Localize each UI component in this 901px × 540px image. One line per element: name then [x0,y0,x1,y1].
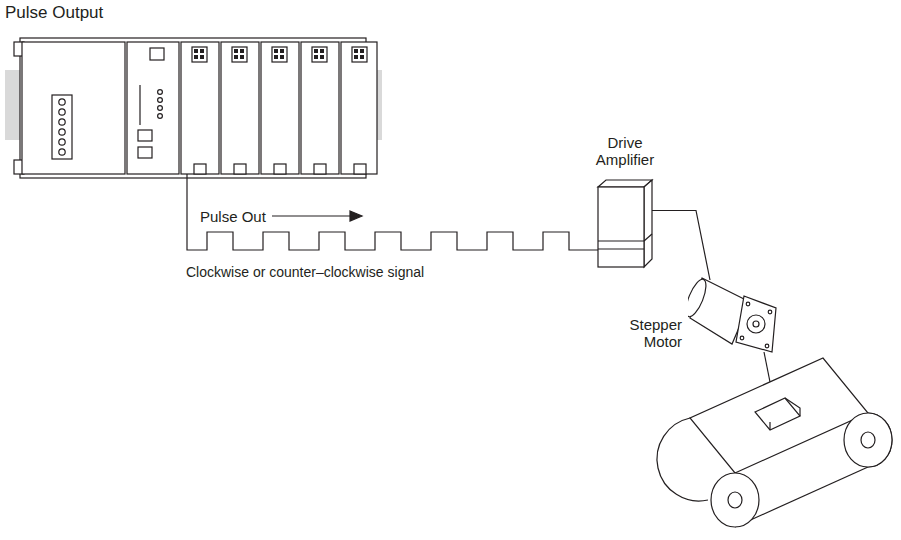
comm-port [138,147,152,158]
plc-base [20,38,366,178]
node-label: Stepper Motor [624,316,682,351]
cpu-switch [150,48,164,60]
connector-wire [652,211,710,281]
cpu-module [127,42,179,174]
diagram-title: Pulse Output [5,3,103,23]
cpu-edge [139,85,140,125]
drive-amplifier: Drive Amplifier [575,134,675,269]
terminal-screws [59,99,65,155]
pulse-waveform [187,174,600,250]
din-rail [5,70,21,140]
signal-label: Pulse Out [200,208,266,225]
stepper-motor: Stepper Motor [624,272,780,364]
motor-body [688,272,780,364]
arrow-head [350,211,362,221]
motor-shaft [764,352,770,382]
node-label: Drive Amplifier [587,134,663,169]
power-module [22,42,125,174]
terminal-strip [52,95,72,159]
amplifier-body [596,177,654,269]
direction-arrow [272,215,352,216]
status-leds [158,90,163,119]
package [755,398,800,430]
comm-port [138,130,152,141]
signal-caption: Clockwise or counter–clockwise signal [186,264,424,280]
conveyor [657,352,892,527]
io-modules [181,42,377,174]
